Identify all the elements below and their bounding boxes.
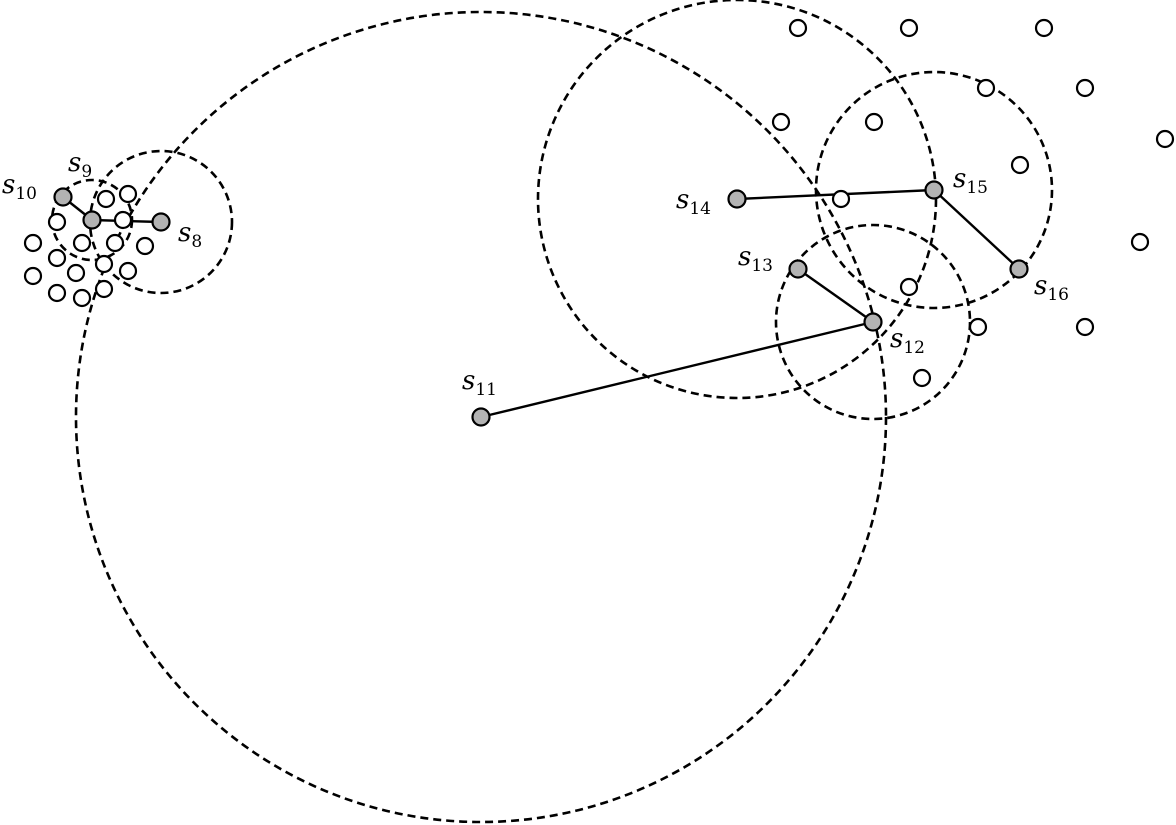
- label-s11: s11: [462, 366, 497, 400]
- target-point: [105, 233, 125, 253]
- coverage-circles: [50, 0, 1054, 824]
- target-point: [1034, 18, 1054, 38]
- target-point: [899, 18, 919, 38]
- target-point: [118, 261, 138, 281]
- target-point: [47, 283, 67, 303]
- target-point: [66, 263, 86, 283]
- target-point: [1075, 78, 1095, 98]
- sensor-node-s12: [863, 312, 883, 332]
- target-point: [1130, 232, 1150, 252]
- target-point: [1075, 317, 1095, 337]
- sensor-labels: s8 s9 s10 s11 s12 s13 s14 s15 s16: [2, 148, 1069, 400]
- target-point: [47, 248, 67, 268]
- target-point: [1155, 129, 1175, 149]
- target-point: [788, 18, 808, 38]
- target-point: [968, 317, 988, 337]
- target-point: [771, 112, 791, 132]
- target-point: [831, 189, 851, 209]
- link-s13-s12: [797, 268, 874, 323]
- label-s8: s8: [178, 218, 202, 252]
- target-point: [864, 112, 884, 132]
- coverage-circle-s12: [774, 223, 972, 421]
- target-point: [94, 254, 114, 274]
- sensor-node-s8: [151, 212, 171, 232]
- target-point: [47, 212, 67, 232]
- sensor-node-s11: [471, 407, 491, 427]
- sensor-nodes: [53, 180, 1029, 427]
- target-point: [135, 236, 155, 256]
- target-point: [113, 210, 133, 230]
- sensor-node-s14: [727, 189, 747, 209]
- label-s13: s13: [738, 242, 773, 276]
- target-point: [976, 78, 996, 98]
- link-s11-s12: [480, 320, 874, 419]
- target-point: [1010, 155, 1030, 175]
- target-point: [899, 277, 919, 297]
- label-s9: s9: [68, 148, 92, 182]
- label-s14: s14: [676, 185, 711, 219]
- target-points: [23, 18, 1175, 388]
- target-point: [96, 189, 116, 209]
- target-point: [23, 266, 43, 286]
- target-point: [94, 279, 114, 299]
- label-s12: s12: [890, 324, 925, 358]
- target-point: [118, 184, 138, 204]
- label-s10: s10: [2, 170, 37, 204]
- target-point: [72, 233, 92, 253]
- target-point: [912, 368, 932, 388]
- sensor-node-s13: [788, 259, 808, 279]
- target-point: [23, 233, 43, 253]
- sensor-node-s10: [53, 187, 73, 207]
- sensor-node-s9: [82, 210, 102, 230]
- sensor-node-s15: [924, 180, 944, 200]
- coverage-circle-s15: [814, 70, 1054, 310]
- target-point: [72, 288, 92, 308]
- coverage-circle-s11: [74, 10, 888, 824]
- label-s15: s15: [953, 164, 988, 198]
- link-s15-s16: [933, 189, 1020, 270]
- label-s16: s16: [1034, 271, 1069, 305]
- sensor-node-s16: [1009, 259, 1029, 279]
